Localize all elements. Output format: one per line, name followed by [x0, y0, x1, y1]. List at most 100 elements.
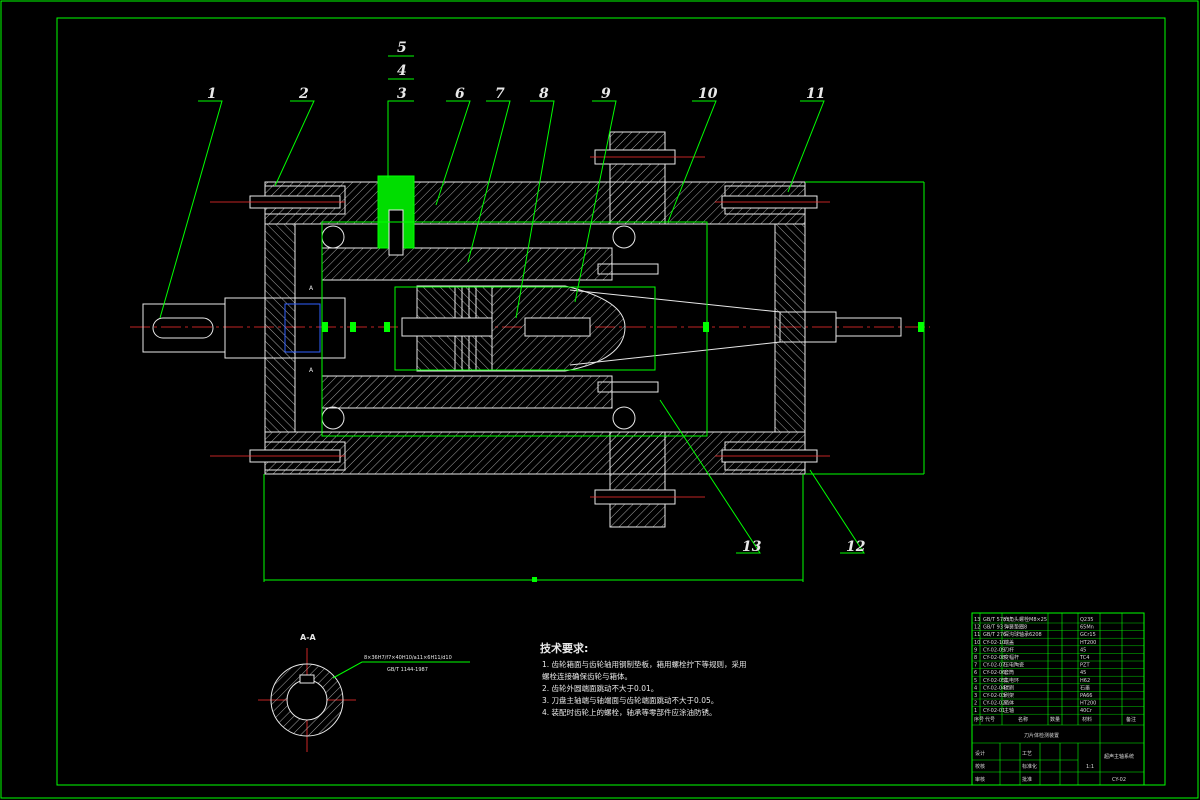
parts-row-code: CY-02-02	[983, 701, 1005, 707]
parts-row-material: HT200	[1080, 640, 1096, 646]
parts-row-material: 45	[1080, 647, 1086, 653]
part-labels: 1 2 3 4 5 6 7 8 9 10 11 12 13	[207, 40, 866, 555]
part-label-8: 8	[539, 86, 549, 102]
parts-row-no: 5	[974, 678, 977, 684]
parts-row-code: GB/T 93	[983, 625, 1003, 631]
flange-bottom	[609, 431, 666, 528]
parts-row-material: H62	[1080, 678, 1090, 684]
parts-row-no: 13	[974, 617, 980, 623]
inner-frame	[56, 17, 1166, 786]
scale: 1:1	[1086, 764, 1094, 770]
parts-row-material: PZT	[1080, 663, 1090, 669]
part-label-6: 6	[455, 86, 465, 102]
parts-row-material: 40Cr	[1080, 708, 1093, 714]
tech-req-line: 2. 齿轮外圆端面跳动不大于0.01。	[542, 683, 658, 693]
parts-row-code: CY-02-10	[983, 640, 1005, 646]
part-label-12: 12	[846, 539, 866, 555]
sign-cell: 工艺	[1022, 751, 1032, 757]
parts-row-material: HT200	[1080, 701, 1096, 707]
part-label-7: 7	[495, 86, 505, 102]
part-label-2: 2	[298, 86, 309, 102]
section-aa-detail: A-A 8×36H7/f7×40H10/a11×6H11/d10 GB/T 11…	[258, 633, 470, 752]
parts-row-code: CY-02-01	[983, 708, 1005, 714]
sleeve	[321, 247, 613, 281]
part-label-9: 9	[601, 86, 611, 102]
parts-row-no: 8	[974, 655, 977, 661]
section-mark-top: A	[309, 285, 314, 292]
parts-row-name: 套筒	[1004, 669, 1014, 676]
sign-cell: 校核	[975, 763, 985, 770]
header-cell-code: 代号	[985, 716, 995, 723]
parts-row-no: 12	[974, 625, 980, 631]
header-cell-remark: 备注	[1126, 716, 1136, 723]
housing-top-wall	[264, 181, 806, 225]
section-aa-label: A-A	[300, 633, 317, 642]
tech-req-line: 螺栓连接确保齿轮与箱体。	[542, 671, 632, 681]
tech-requirements: 技术要求: 1. 齿轮箱面与齿轮轴用钢制垫板，箱用螺栓拧下等规则，采用 螺栓连接…	[540, 641, 747, 717]
parts-row-code: CY-02-08	[983, 655, 1005, 661]
parts-row-name: 变幅杆	[1004, 654, 1019, 661]
parts-row-name: 六角头螺栓M8×25	[1004, 616, 1047, 623]
parts-row-name: 碳刷	[1004, 684, 1014, 691]
parts-row-code: CY-02-06	[983, 670, 1005, 676]
parts-row-name: 压电陶瓷	[1004, 662, 1024, 669]
parts-row-code: CY-02-05	[983, 678, 1005, 684]
flange-top	[609, 131, 666, 225]
tech-req-line: 3. 刀盘主轴端与轴端面与齿轮端面跳动不大于0.05。	[542, 695, 718, 705]
parts-row-name: 弹簧垫圈8	[1004, 624, 1027, 631]
sign-cell: 标准化	[1022, 763, 1037, 770]
parts-row-code: CY-02-07	[983, 663, 1005, 669]
part-label-1: 1	[207, 86, 217, 102]
parts-row-name: 端盖	[1004, 639, 1014, 646]
parts-row-code: CY-02-09	[983, 647, 1005, 653]
part-label-10: 10	[698, 86, 718, 102]
spline-note-2: GB/T 1144-1987	[387, 667, 428, 673]
section-mark-bottom: A	[309, 367, 314, 374]
parts-row-no: 3	[974, 693, 977, 699]
tech-req-line: 1. 齿轮箱面与齿轮轴用钢制垫板，箱用螺栓拧下等规则，采用	[542, 659, 747, 669]
sign-cell: 设计	[975, 750, 985, 757]
parts-row-material: PA66	[1080, 693, 1092, 699]
part-label-5: 5	[397, 40, 407, 56]
parts-row-code: GB/T 5783	[983, 617, 1009, 623]
parts-row-name: 箱体	[1004, 700, 1014, 707]
parts-row-no: 1	[974, 708, 977, 714]
parts-row-name: 深沟球轴承6208	[1004, 631, 1042, 638]
parts-row-no: 7	[974, 663, 977, 669]
sign-cell: 批准	[1022, 776, 1032, 783]
parts-row-material: Q235	[1080, 617, 1093, 623]
parts-row-material: GCr15	[1080, 632, 1096, 638]
spline-note-1: 8×36H7/f7×40H10/a11×6H11/d10	[364, 655, 452, 661]
parts-row-no: 9	[974, 647, 977, 653]
parts-row-name: 刷架	[1004, 692, 1014, 699]
assembly-section-view	[130, 55, 930, 582]
tech-req-line: 4. 装配时齿轮上的螺栓，轴承等零部件应涂油防锈。	[542, 707, 717, 717]
parts-row-material: TC4	[1079, 655, 1089, 661]
parts-row-material: 45	[1080, 670, 1086, 676]
parts-row-no: 4	[974, 685, 977, 691]
parts-row-name: 刀杆	[1004, 646, 1014, 653]
housing-left-wall	[264, 223, 296, 433]
parts-row-material: 65Mn	[1080, 625, 1094, 631]
parts-row-material: 石墨	[1080, 685, 1090, 691]
parts-row-code: GB/T 276	[983, 632, 1006, 638]
part-label-4: 4	[397, 63, 407, 79]
sign-cell: 审核	[975, 776, 985, 783]
header-cell-material: 材料	[1082, 716, 1092, 723]
drawing-no: CY-02	[1112, 777, 1126, 783]
assembly-name: 超声主轴系统	[1104, 753, 1134, 760]
part-label-11: 11	[806, 86, 825, 102]
parts-row-code: CY-02-03	[983, 693, 1005, 699]
parts-row-no: 10	[974, 640, 980, 646]
parts-row-code: CY-02-04	[983, 685, 1005, 691]
part-label-3: 3	[397, 86, 407, 102]
parts-row-no: 2	[974, 701, 977, 707]
drawing-name: 刀片体检测装置	[1024, 732, 1059, 739]
parts-row-no: 11	[974, 632, 980, 638]
parts-row-name: 集电环	[1004, 677, 1019, 684]
tech-req-title: 技术要求:	[540, 641, 588, 655]
parts-row-name: 主轴	[1004, 707, 1014, 714]
